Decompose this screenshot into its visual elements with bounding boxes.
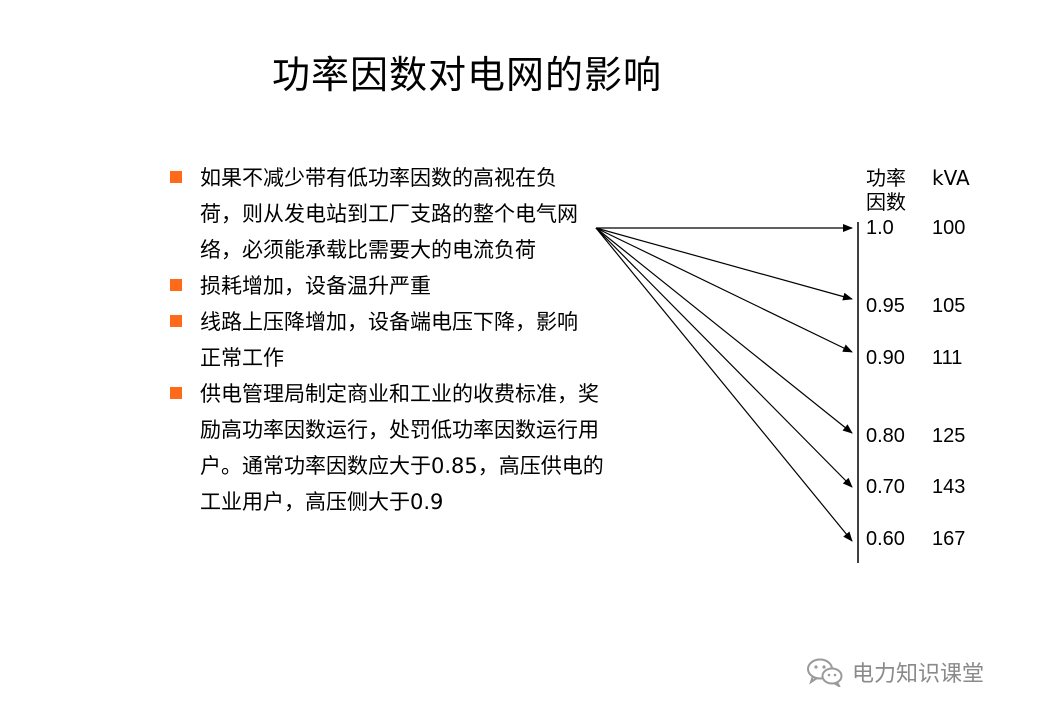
pf-value: 1.0 [866, 217, 894, 239]
watermark: 电力知识课堂 [806, 656, 984, 688]
kva-column-header: kVA [932, 166, 970, 190]
kva-value: 111 [932, 347, 963, 369]
pf-value: 0.90 [866, 347, 905, 369]
bullet-list: 如果不减少带有低功率因数的高视在负荷，则从发电站到工厂支路的整个电气网络，必须能… [168, 160, 608, 520]
bullet-square-icon [170, 315, 182, 327]
bullet-item-4: 供电管理局制定商业和工业的收费标准，奖励高功率因数运行，处罚低功率因数运行用户。… [168, 376, 616, 520]
kva-value: 125 [932, 425, 966, 447]
watermark-text: 电力知识课堂 [852, 662, 985, 687]
bullet-text: 如果不减少带有低功率因数的高视在负荷，则从发电站到工厂支路的整个电气网络，必须能… [200, 166, 578, 262]
pf-value: 0.80 [866, 425, 905, 447]
bullet-square-icon [170, 387, 182, 399]
pf-header-line1: 功率 [866, 166, 906, 190]
bullet-square-icon [170, 171, 182, 183]
pf-value: 0.95 [866, 295, 905, 317]
bullet-item-2: 损耗增加，设备温升严重 [168, 268, 594, 304]
arrow-line [595, 227, 853, 488]
arrow-line [595, 227, 853, 353]
arrow-line [595, 227, 853, 542]
kva-value: 105 [932, 295, 966, 317]
bullet-text: 线路上压降增加，设备端电压下降，影响正常工作 [200, 310, 578, 370]
bullet-square-icon [170, 279, 182, 291]
kva-value: 143 [932, 476, 966, 498]
bullet-item-3: 线路上压降增加，设备端电压下降，影响正常工作 [168, 304, 594, 376]
kva-value: 167 [932, 528, 966, 550]
pf-header-line2: 因数 [866, 190, 906, 214]
page-title: 功率因数对电网的影响 [272, 53, 663, 97]
arrow-line [595, 227, 853, 301]
pf-value: 0.60 [866, 528, 905, 550]
wechat-icon [807, 658, 843, 687]
arrow-line [595, 227, 853, 434]
pf-column-header: 功率 因数 [866, 166, 906, 214]
bullet-text: 供电管理局制定商业和工业的收费标准，奖励高功率因数运行，处罚低功率因数运行用户。… [200, 382, 604, 514]
pf-value: 0.70 [866, 476, 905, 498]
bullet-item-1: 如果不减少带有低功率因数的高视在负荷，则从发电站到工厂支路的整个电气网络，必须能… [168, 160, 594, 268]
kva-value: 100 [932, 217, 966, 239]
bullet-text: 损耗增加，设备温升严重 [200, 274, 431, 298]
